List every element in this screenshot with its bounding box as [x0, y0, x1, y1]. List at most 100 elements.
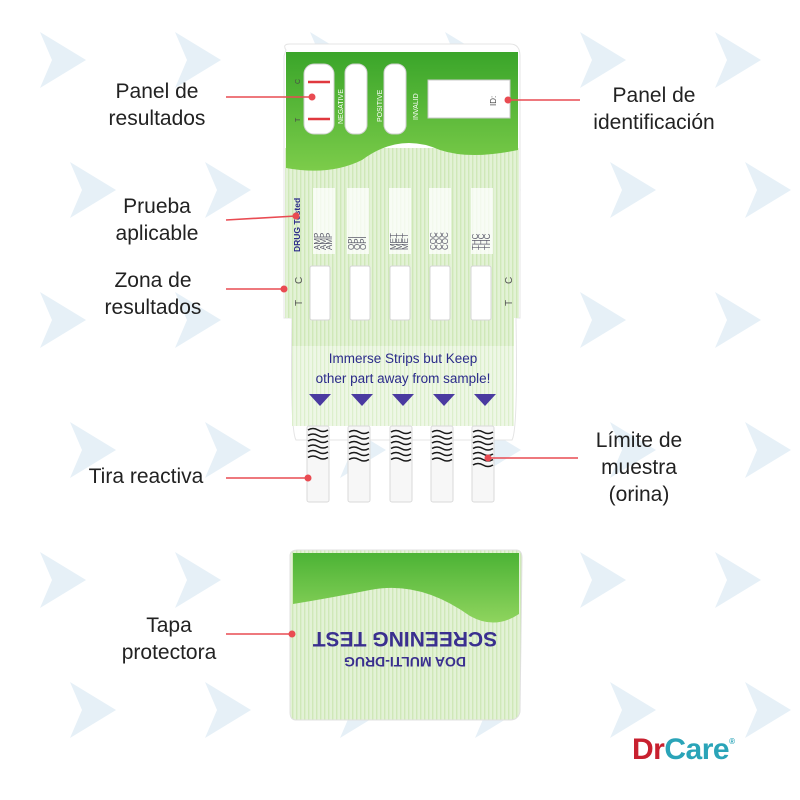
watermark-arrow	[70, 162, 116, 218]
positive-window	[383, 63, 407, 135]
dip-arrow-icon	[392, 394, 414, 406]
drug-name-label: AMP	[319, 233, 328, 250]
label-text: Prueba	[123, 195, 191, 218]
strip-wave-line	[348, 435, 370, 440]
strip-wave-line	[348, 446, 370, 451]
label-text: Panel de	[612, 84, 696, 107]
label-results-panel: Panel de resultados	[92, 78, 222, 132]
strip-wave-line	[307, 444, 329, 449]
test-strip	[471, 425, 495, 503]
label-results-zone: Zona de resultados	[88, 267, 218, 321]
callout-dot-id-panel	[504, 96, 512, 104]
watermark-arrow	[205, 162, 251, 218]
drug-name-label: COC	[429, 232, 438, 250]
test-strip	[347, 425, 371, 503]
drug-label-panel	[429, 188, 451, 254]
label-text: resultados	[104, 296, 202, 319]
watermark-arrow	[580, 292, 626, 348]
id-label: ID:	[489, 96, 498, 106]
negative-label: NEGATIVE	[338, 89, 345, 124]
drug-label-panel	[347, 188, 369, 254]
strip-wave-line	[307, 455, 329, 460]
watermark-arrow	[175, 552, 221, 608]
watermark-arrow	[610, 422, 656, 478]
label-text: Zona de	[114, 269, 192, 292]
strip-wave-line	[472, 435, 494, 440]
label-text: (orina)	[608, 483, 670, 506]
watermark-arrow	[745, 162, 791, 218]
strip-wave-line	[390, 429, 412, 435]
callout-applicable-test	[225, 215, 297, 221]
dip-arrow-icon	[351, 394, 373, 406]
drug-name-label: COC	[441, 232, 450, 250]
drug-tested-label: DRUG Tested	[292, 198, 302, 252]
label-test-strip: Tira reactiva	[76, 463, 216, 490]
brand-care: Care	[664, 733, 730, 766]
strip-wave-line	[431, 457, 453, 462]
watermark-arrow	[580, 32, 626, 88]
strip-wave-line	[307, 433, 329, 438]
callout-dot-results-zone	[280, 285, 288, 293]
label-text: Tira reactiva	[88, 465, 204, 488]
strip-wave-line	[472, 446, 494, 451]
cap-title: SCREENING TEST	[313, 627, 498, 650]
watermark-arrow	[715, 552, 761, 608]
drug-label-panel	[313, 188, 335, 254]
strip-wave-line	[472, 429, 494, 435]
label-text: Límite de	[595, 429, 683, 452]
strip-wave-line	[348, 429, 370, 435]
strip-wave-line	[348, 440, 370, 446]
label-text: Panel de	[115, 80, 199, 103]
zone-t-label: T	[294, 300, 305, 306]
drug-name-label: OPI	[347, 236, 356, 250]
callout-dot-results-panel	[308, 93, 316, 101]
positive-label: POSITIVE	[377, 89, 384, 122]
drug-name-label: THC	[477, 233, 486, 250]
drug-name-label: COC	[435, 232, 444, 250]
drug-name-label: OPI	[359, 236, 368, 250]
strip-wave-line	[307, 427, 329, 433]
drug-name-label: MET	[401, 233, 410, 250]
strip-wave-line	[472, 462, 494, 468]
protective-cap: SCREENING TEST DOA MULTI-DRUG	[289, 549, 523, 721]
result-zone-window	[470, 265, 492, 321]
label-text: muestra	[601, 456, 677, 479]
label-id-panel: Panel de identificación	[574, 82, 734, 136]
label-text: identificación	[593, 111, 715, 134]
window-label-c: C	[295, 79, 302, 84]
result-zone-window	[429, 265, 451, 321]
brand-dr: Dr	[632, 733, 665, 766]
negative-window	[344, 63, 368, 135]
strip-wave-line	[431, 446, 453, 451]
cap-subtitle: DOA MULTI-DRUG	[344, 654, 466, 670]
drug-name-label: AMP	[313, 233, 322, 250]
watermark-arrow	[715, 292, 761, 348]
watermark-arrow	[205, 422, 251, 478]
watermark-arrow	[40, 552, 86, 608]
strip-wave-line	[307, 438, 329, 444]
watermark-arrow	[610, 682, 656, 738]
watermark-arrow	[745, 682, 791, 738]
drug-name-label: THC	[471, 233, 480, 250]
registered-mark: ®	[729, 737, 735, 746]
strip-wave-line	[307, 449, 329, 455]
callout-lines	[225, 93, 580, 638]
strip-wave-line	[348, 457, 370, 462]
strip-wave-line	[431, 435, 453, 440]
dip-arrow-icon	[309, 394, 331, 406]
watermark-arrow	[175, 292, 221, 348]
watermark-arrow	[580, 552, 626, 608]
callout-dot-protective-cap	[288, 630, 296, 638]
label-text: aplicable	[115, 222, 199, 245]
results-zone: T C T C	[294, 265, 515, 321]
test-strip	[389, 425, 413, 503]
instruction-line-1: Immerse Strips but Keep	[329, 351, 478, 366]
watermark-arrow	[205, 682, 251, 738]
id-panel: ID:	[427, 79, 511, 119]
dip-arrow-icon	[474, 394, 496, 406]
strip-wave-line	[472, 440, 494, 446]
result-zone-window	[309, 265, 331, 321]
